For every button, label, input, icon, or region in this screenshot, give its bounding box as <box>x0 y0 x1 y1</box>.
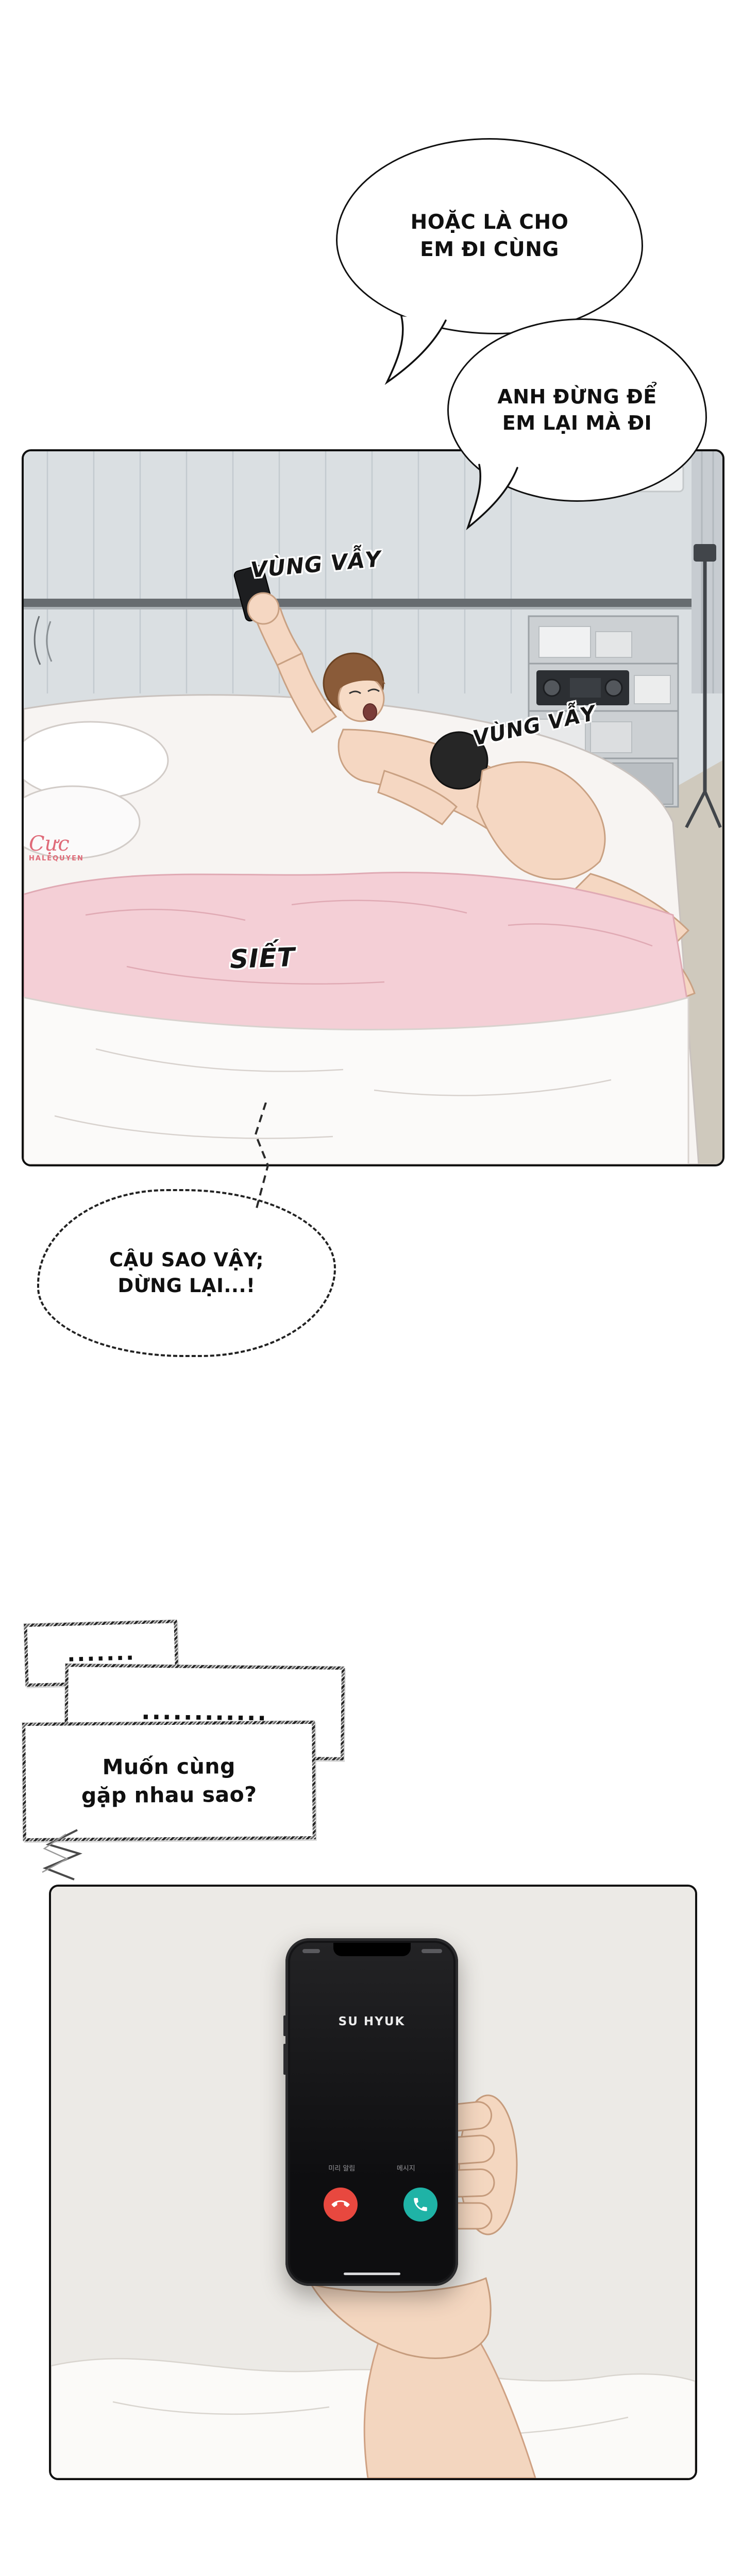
palm <box>309 2277 492 2359</box>
dashed-tail-line <box>254 1103 269 1209</box>
accept-call-icon <box>414 2198 427 2211</box>
watermark-group-name: HALEQUYEN <box>29 855 84 862</box>
home-indicator <box>343 2273 400 2275</box>
speech-bubble-1-text: HOẶC LÀ CHO EM ĐI CÙNG <box>410 211 569 261</box>
message-label: 메시지 <box>396 2165 415 2173</box>
speech-bubble-1-tail <box>384 315 447 385</box>
phone-device: SU HYUK 미리 알림 메시지 <box>283 1938 458 2286</box>
status-time-blur <box>302 1949 320 1953</box>
static-bubble-question-text: Muốn cùng gặp nhau sao? <box>81 1754 257 1808</box>
person-b-hair <box>430 731 488 790</box>
caller-name: SU HYUK <box>338 2015 406 2028</box>
static-tail-scribble <box>42 1829 82 1880</box>
phone-screen: SU HYUK 미리 알림 메시지 <box>290 1943 453 2281</box>
phone-notch <box>333 1943 411 1956</box>
speech-bubble-2-tail <box>466 464 518 531</box>
speech-bubble-2-text: ANH ĐỪNG ĐỂ EM LẠI MÀ ĐI <box>497 385 657 434</box>
person-a-mouth <box>363 703 377 721</box>
phone-volume-button <box>283 2044 285 2075</box>
comic-panel-2: SU HYUK 미리 알림 메시지 <box>49 1885 697 2480</box>
dashed-speech-bubble-text: CẬU SAO VẬY; DỪNG LẠI...! <box>109 1249 264 1297</box>
decline-call-button <box>324 2188 358 2222</box>
floor-lamp <box>685 544 722 828</box>
pillow <box>24 785 141 859</box>
speech-bubble-1: HOẶC LÀ CHO EM ĐI CÙNG <box>336 138 643 334</box>
translator-watermark: Cực HALEQUYEN <box>29 834 84 862</box>
phone-volume-button <box>283 2015 285 2036</box>
stereo <box>536 670 629 705</box>
pillow <box>24 721 169 800</box>
hand-back <box>458 2094 518 2235</box>
watermark-script-text: Cực <box>29 832 70 856</box>
static-bubble-question: Muốn cùng gặp nhau sao? <box>22 1721 316 1841</box>
decline-call-icon <box>331 2200 350 2207</box>
forearm <box>363 2334 536 2478</box>
call-action-row: 미리 알림 메시지 <box>290 2163 453 2173</box>
status-battery-icon <box>421 1949 442 1953</box>
white-sheet <box>24 996 689 1164</box>
dashed-speech-bubble: CẬU SAO VẬY; DỪNG LẠI...! <box>37 1189 336 1357</box>
sfx-siet: SIẾT <box>229 942 296 975</box>
bedroom-illustration <box>24 451 722 1164</box>
accept-call-button <box>403 2188 437 2222</box>
comic-panel-1: VÙNG VẪY VÙNG VẪY SIẾT Cực HALEQUYEN <box>22 449 724 1166</box>
remind-label: 미리 알림 <box>328 2165 356 2173</box>
